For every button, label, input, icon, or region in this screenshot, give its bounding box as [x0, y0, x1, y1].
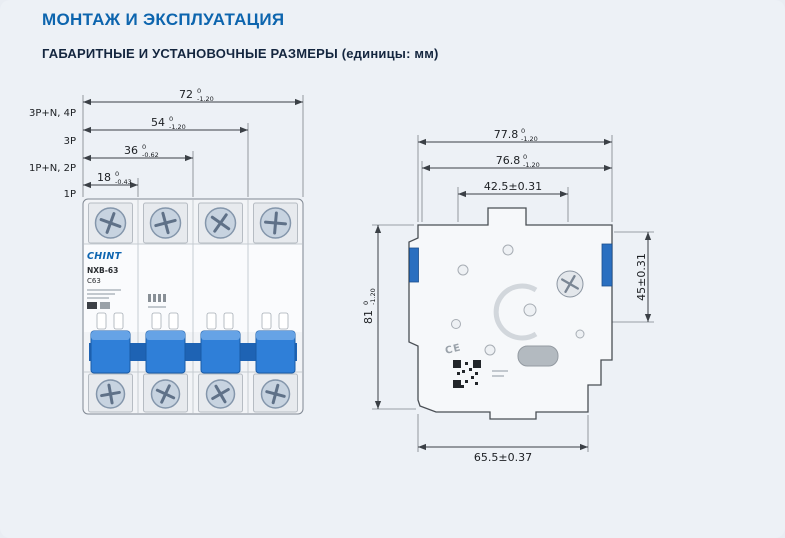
dim-value: 77.8	[494, 128, 519, 141]
certification-mark	[87, 302, 97, 309]
dim-tol-upper: 0	[169, 115, 173, 123]
top-terminal-screws	[88, 202, 298, 244]
dimension-width-top: 42.5±0.31	[458, 180, 568, 198]
dim-value: 76.8	[496, 154, 521, 167]
pole-label: 3P	[64, 136, 76, 147]
side-terminal-right	[601, 243, 613, 287]
dim-value: 18	[97, 171, 111, 184]
dim-tol-upper: 0	[142, 143, 146, 151]
dim-tol-lower: -0.43	[115, 178, 132, 186]
micro-text	[492, 370, 508, 372]
module-markings	[148, 294, 166, 308]
dimension-height-rail: 45±0.31	[635, 232, 652, 322]
dimension-depth-bottom: 65.5±0.37	[418, 443, 588, 464]
brand-text: CHINT	[87, 251, 123, 262]
dim-tol-lower: -0.62	[142, 151, 159, 159]
page-title: МОНТАЖ И ЭКСПЛУАТАЦИЯ	[42, 10, 285, 29]
terminal-screw-side	[556, 270, 584, 298]
dim-tol-lower: -1.20	[521, 135, 538, 143]
dim-tol-upper: 0	[521, 127, 525, 135]
dim-tol-lower: -1.20	[197, 95, 214, 103]
side-view-drawing: 77.8 0 -1.20 76.8 0 -1.20 42.5±0.31 81 0…	[362, 127, 654, 464]
dimension-18: 18 0 -0.43 1P	[64, 170, 138, 200]
dimension-36: 36 0 -0.62 1P+N, 2P	[29, 143, 193, 174]
pole-label: 1P	[64, 189, 76, 200]
bottom-terminal-screws	[88, 373, 298, 413]
dim-tol-lower: -1.20	[523, 161, 540, 169]
breaker-side-body: CE	[408, 207, 613, 420]
dim-tol-upper: 0	[197, 87, 201, 95]
pole-label: 3P+N, 4P	[29, 108, 76, 119]
breaker-side-profile	[408, 207, 613, 420]
dimension-72: 72 0 -1.20 3P+N, 4P	[29, 87, 303, 119]
ce-mark: CE	[444, 342, 462, 357]
side-terminal-left	[409, 247, 419, 283]
dim-value: 36	[124, 144, 138, 157]
dim-value: 81	[362, 310, 375, 324]
front-view-drawing: 72 0 -1.20 3P+N, 4P 54 0 -1.20 3P 36 0 -…	[29, 87, 304, 415]
dimension-height: 81 0 -1.20	[362, 225, 382, 409]
handle-link-bar	[89, 343, 297, 361]
model-text: NXB-63	[87, 266, 118, 275]
pole-label: 1P+N, 2P	[29, 163, 76, 174]
din-rail-latch	[517, 345, 559, 367]
molding-arc	[493, 283, 538, 341]
section-subtitle: ГАБАРИТНЫЕ И УСТАНОВОЧНЫЕ РАЗМЕРЫ (едини…	[42, 46, 439, 61]
qr-code	[453, 360, 481, 388]
certification-mark	[100, 302, 110, 309]
dimension-54: 54 0 -1.20 3P	[64, 115, 248, 147]
dimension-depth-total: 77.8 0 -1.20	[418, 127, 612, 146]
dim-value: 45±0.31	[635, 253, 648, 301]
micro-text	[492, 375, 504, 377]
dim-tol-lower: -1.20	[369, 288, 377, 305]
brand-label: CHINT NXB-63 C63	[87, 251, 123, 309]
rating-text: C63	[87, 277, 101, 285]
indicator-slots	[96, 312, 289, 330]
handle-assembly	[89, 330, 297, 374]
dim-value: 54	[151, 116, 165, 129]
dim-value: 72	[179, 88, 193, 101]
dimension-depth-body: 76.8 0 -1.20	[422, 153, 612, 172]
dim-value: 42.5±0.31	[484, 180, 542, 193]
extension-lines	[82, 95, 304, 197]
dim-value: 65.5±0.37	[474, 451, 532, 464]
dim-tol-upper: 0	[115, 170, 119, 178]
dim-tol-upper: 0	[362, 301, 370, 305]
rivet-marks	[451, 244, 585, 356]
dim-tol-upper: 0	[523, 153, 527, 161]
dim-tol-lower: -1.20	[169, 123, 186, 131]
